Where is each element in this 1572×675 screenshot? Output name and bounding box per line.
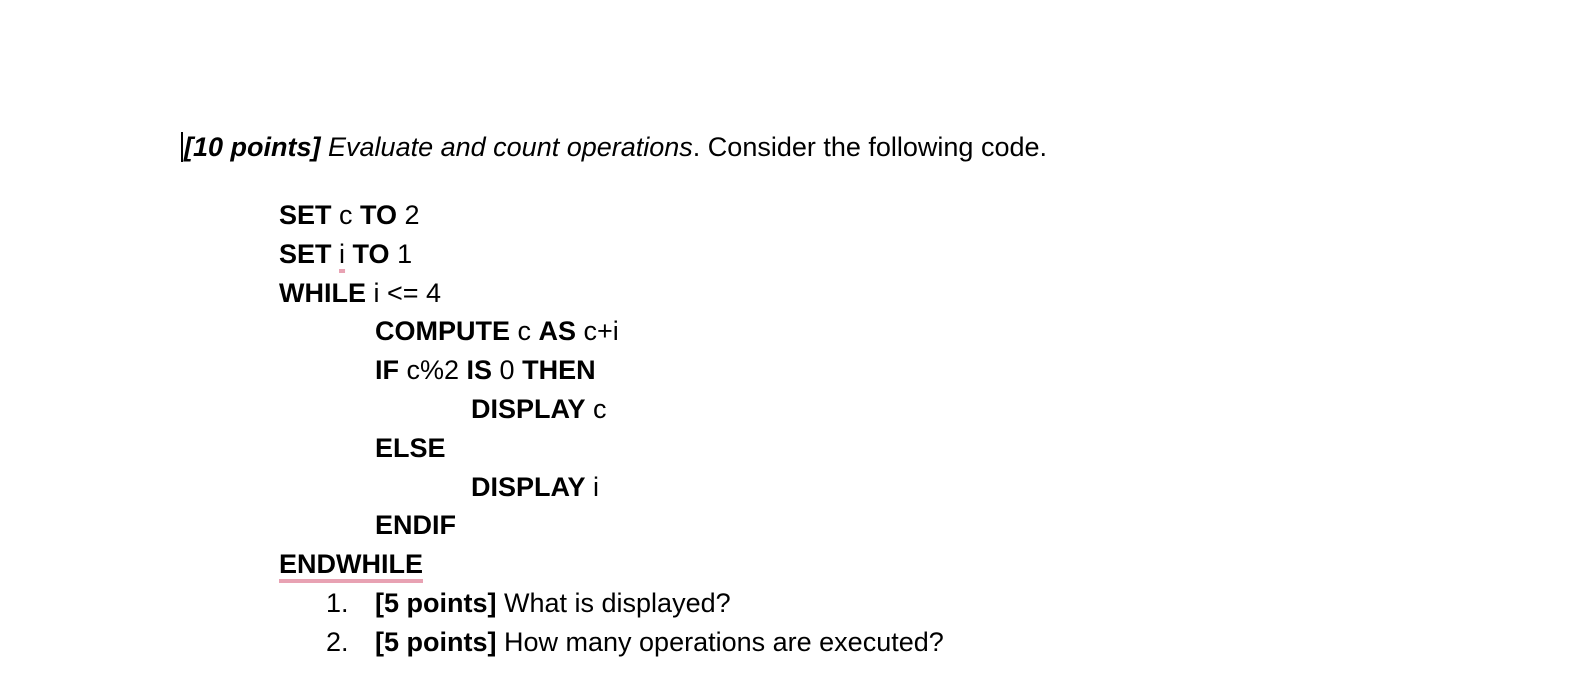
code-line-3: WHILE i <= 4	[279, 274, 619, 313]
code-line-6: DISPLAY c	[279, 390, 619, 429]
code-variable: c	[585, 393, 607, 424]
keyword-then: THEN	[522, 355, 596, 386]
question-topic: Evaluate and count operations	[328, 132, 693, 162]
keyword-while: WHILE	[279, 277, 366, 308]
spellcheck-flagged-keyword-endwhile[interactable]: ENDWHILE	[279, 549, 423, 580]
spellcheck-flagged-word[interactable]: i	[339, 238, 346, 269]
subquestion-text: How many operations are executed?	[496, 626, 944, 657]
list-number: 1.	[326, 588, 349, 618]
text-cursor	[181, 132, 183, 162]
code-expression: c+i	[576, 316, 619, 347]
code-line-8: DISPLAY i	[279, 468, 619, 507]
code-variable: c	[510, 316, 539, 347]
keyword-display: DISPLAY	[471, 471, 586, 502]
subquestion-list[interactable]: 1. [5 points] What is displayed? 2. [5 poi…	[326, 584, 944, 662]
code-expression: c%2	[399, 355, 467, 386]
keyword-compute: COMPUTE	[375, 316, 510, 347]
code-line-1: SET c TO 2	[279, 196, 619, 235]
keyword-endif: ENDIF	[375, 510, 456, 541]
code-line-7: ELSE	[279, 429, 619, 468]
keyword-set: SET	[279, 238, 332, 269]
keyword-set: SET	[279, 200, 332, 230]
code-line-10: ENDWHILE	[279, 545, 619, 584]
code-variable: c	[331, 200, 361, 230]
list-item: 2. [5 points] How many operations are exe…	[326, 623, 944, 662]
list-item: 1. [5 points] What is displayed?	[326, 584, 944, 623]
keyword-else: ELSE	[375, 432, 446, 463]
question-points: [10 points]	[184, 132, 321, 162]
subquestion-text: What is displayed?	[496, 588, 731, 618]
question-heading[interactable]: [10 points] Evaluate and count operation…	[181, 129, 1047, 165]
keyword-to: TO	[352, 238, 390, 269]
subquestion-points: [5 points]	[375, 588, 497, 618]
code-value: 0	[492, 355, 523, 386]
code-value: 2	[397, 200, 420, 230]
subquestion-points: [5 points]	[375, 626, 497, 657]
keyword-as: AS	[538, 316, 577, 347]
keyword-display: DISPLAY	[471, 393, 586, 424]
code-variable: i	[585, 471, 600, 502]
code-line-4: COMPUTE c AS c+i	[279, 312, 619, 351]
code-value: 1	[389, 238, 413, 269]
code-line-5: IF c%2 IS 0 THEN	[279, 351, 619, 390]
keyword-to: TO	[360, 200, 398, 230]
code-line-2: SET i TO 1	[279, 235, 619, 274]
keyword-if: IF	[375, 355, 399, 386]
list-number: 2.	[326, 626, 349, 657]
pseudocode-block[interactable]: SET c TO 2 SET i TO 1 WHILE i <= 4 COMPU…	[279, 196, 619, 584]
keyword-is: IS	[466, 355, 493, 386]
code-line-9: ENDIF	[279, 506, 619, 545]
code-condition: i <= 4	[366, 277, 442, 308]
question-instruction: . Consider the following code.	[692, 132, 1048, 162]
